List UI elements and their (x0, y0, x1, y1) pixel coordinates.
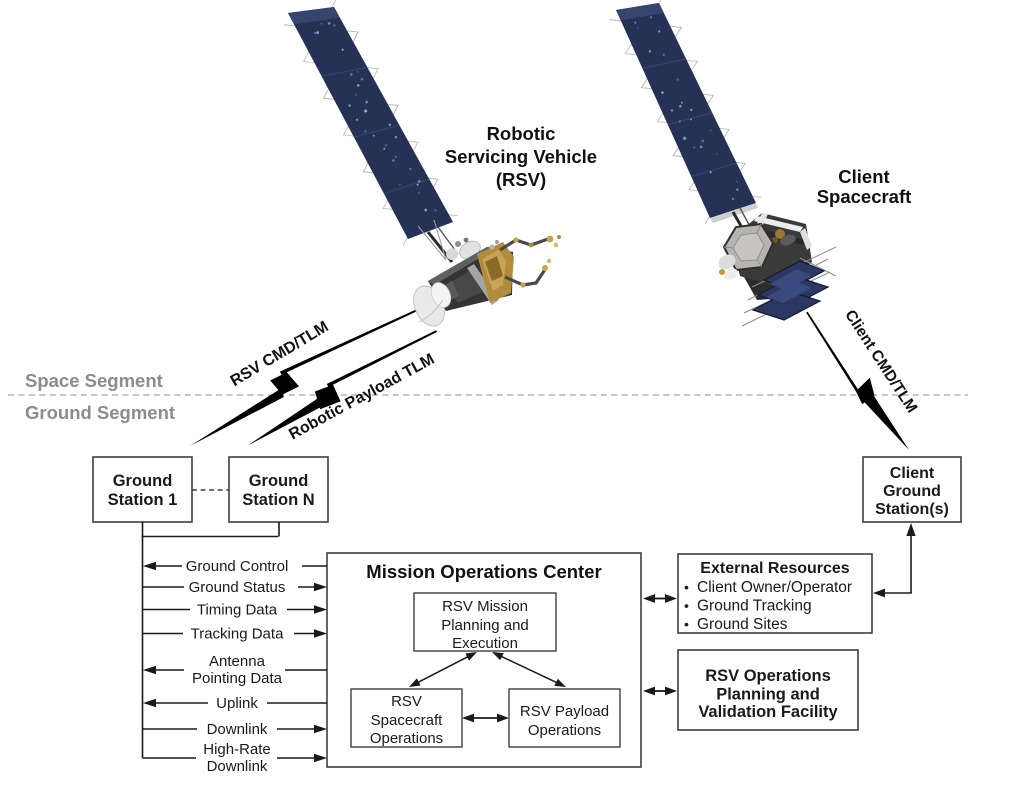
svg-text:RSV Operations: RSV Operations (705, 667, 831, 685)
svg-text:Operations: Operations (370, 730, 443, 747)
svg-text:Mission Operations Center: Mission Operations Center (366, 561, 601, 582)
svg-text:Client: Client (890, 465, 935, 482)
svg-text:Ground Sites: Ground Sites (697, 616, 788, 633)
svg-text:External Resources: External Resources (700, 560, 850, 577)
svg-text:Ground Status: Ground Status (189, 579, 286, 596)
svg-text:High-Rate: High-Rate (203, 741, 271, 758)
svg-text:Execution: Execution (452, 635, 518, 652)
svg-text:Ground: Ground (883, 483, 941, 500)
svg-text:Uplink: Uplink (216, 695, 258, 712)
svg-text:Station N: Station N (242, 491, 314, 509)
svg-text:Pointing Data: Pointing Data (192, 670, 283, 687)
svg-text:RSV: RSV (391, 693, 422, 710)
svg-text:Ground Tracking: Ground Tracking (697, 598, 812, 615)
svg-text:Antenna: Antenna (209, 653, 266, 670)
svg-text:Planning and: Planning and (716, 686, 820, 704)
svg-text:Station(s): Station(s) (875, 501, 949, 518)
svg-text:Validation Facility: Validation Facility (698, 703, 838, 721)
svg-text:Timing Data: Timing Data (197, 602, 278, 619)
svg-text:Downlink: Downlink (207, 758, 268, 775)
svg-text:Robotic: Robotic (487, 123, 556, 144)
svg-text:RSV Mission: RSV Mission (442, 598, 528, 615)
svg-text:Tracking Data: Tracking Data (191, 626, 284, 643)
svg-text:Station 1: Station 1 (108, 491, 178, 509)
svg-text:Operations: Operations (528, 722, 601, 739)
svg-text:•: • (684, 579, 689, 595)
svg-text:(RSV): (RSV) (496, 169, 546, 190)
svg-text:Servicing Vehicle: Servicing Vehicle (445, 146, 597, 167)
svg-text:Ground Segment: Ground Segment (25, 402, 175, 423)
svg-text:•: • (684, 616, 689, 632)
svg-text:Downlink: Downlink (207, 721, 268, 738)
svg-text:Planning and: Planning and (441, 617, 529, 634)
svg-text:Ground: Ground (249, 472, 309, 490)
svg-text:Client: Client (838, 166, 889, 187)
svg-text:Spacecraft: Spacecraft (817, 186, 912, 207)
svg-text:Space Segment: Space Segment (25, 370, 163, 391)
svg-text:Spacecraft: Spacecraft (371, 712, 444, 729)
svg-text:Ground: Ground (113, 472, 173, 490)
svg-text:Client Owner/Operator: Client Owner/Operator (697, 579, 852, 596)
svg-text:Ground Control: Ground Control (186, 558, 289, 575)
svg-text:•: • (684, 598, 689, 614)
svg-text:RSV Payload: RSV Payload (520, 703, 609, 720)
